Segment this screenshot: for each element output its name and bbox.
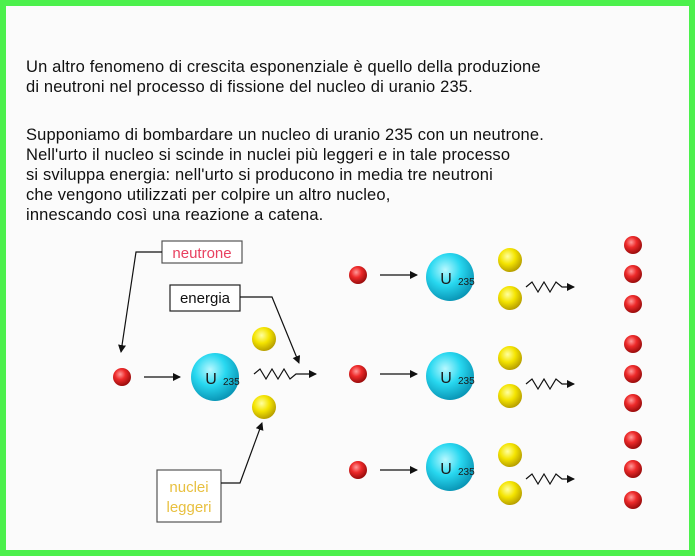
explanation-line: Nell'urto il nucleo si scinde in nuclei … (26, 146, 511, 164)
explanation-line: innescando così una reazione a catena. (26, 206, 324, 224)
uranium-nucleus (426, 352, 474, 400)
energy-wave-arrow (525, 280, 575, 294)
neutron (624, 236, 642, 254)
uranium-symbol: U (205, 371, 217, 388)
light-nucleus (252, 327, 276, 351)
uranium-symbol: U (440, 461, 452, 478)
neutron (624, 295, 642, 313)
neutron (624, 335, 642, 353)
uranium-symbol: U (440, 271, 452, 288)
energy-wave-arrow (525, 377, 575, 391)
neutrone-label: neutrone (161, 240, 243, 264)
energy-wave-arrow (253, 367, 317, 381)
uranium-mass-number: 235 (458, 376, 475, 387)
light-nucleus (498, 346, 522, 370)
explanation-line: si sviluppa energia: nell'urto si produc… (26, 166, 493, 184)
neutrone-pointer-arrow (118, 251, 162, 353)
neutron (349, 365, 367, 383)
light-nucleus (498, 384, 522, 408)
nuclei-label-line2: leggeri (166, 499, 211, 516)
uranium-nucleus (426, 443, 474, 491)
energia-label: energia (169, 284, 241, 312)
neutron (624, 265, 642, 283)
neutron (624, 394, 642, 412)
light-nucleus (498, 443, 522, 467)
neutrone-label-text: neutrone (172, 245, 231, 262)
stage-2-row-2: U 235 (349, 346, 575, 408)
light-nucleus (498, 286, 522, 310)
light-nucleus (252, 395, 276, 419)
neutron (349, 266, 367, 284)
energy-wave-arrow (525, 472, 575, 486)
uranium-nucleus (191, 353, 239, 401)
neutron (624, 491, 642, 509)
stage-2-row-1: U 235 (349, 248, 575, 310)
uranium-mass-number: 235 (458, 277, 475, 288)
uranium-nucleus (426, 253, 474, 301)
nuclei-label-line1: nuclei (169, 479, 208, 496)
stage-2-row-3: U 235 (349, 443, 575, 505)
intro-line: Un altro fenomeno di crescita esponenzia… (26, 58, 541, 76)
explanation-line: Supponiamo di bombardare un nucleo di ur… (26, 126, 544, 144)
neutron (624, 365, 642, 383)
light-nucleus (498, 481, 522, 505)
nuclei-pointer-arrow (221, 422, 264, 484)
energia-label-text: energia (180, 290, 231, 307)
stage-1: U 235 (113, 327, 317, 419)
output-neutrons (624, 236, 642, 509)
neutron (624, 460, 642, 478)
neutron (113, 368, 131, 386)
uranium-mass-number: 235 (458, 467, 475, 478)
explanation-line: che vengono utilizzati per colpire un al… (26, 186, 391, 204)
nuclei-leggeri-label: nuclei leggeri (156, 469, 222, 523)
neutron (349, 461, 367, 479)
explanation-paragraph: Supponiamo di bombardare un nucleo di ur… (26, 125, 544, 225)
uranium-mass-number: 235 (223, 377, 240, 388)
energia-pointer-arrow (240, 296, 301, 364)
neutron (624, 431, 642, 449)
light-nucleus (498, 248, 522, 272)
intro-paragraph: Un altro fenomeno di crescita esponenzia… (26, 57, 541, 97)
intro-line: di neutroni nel processo di fissione del… (26, 78, 473, 96)
uranium-symbol: U (440, 370, 452, 387)
